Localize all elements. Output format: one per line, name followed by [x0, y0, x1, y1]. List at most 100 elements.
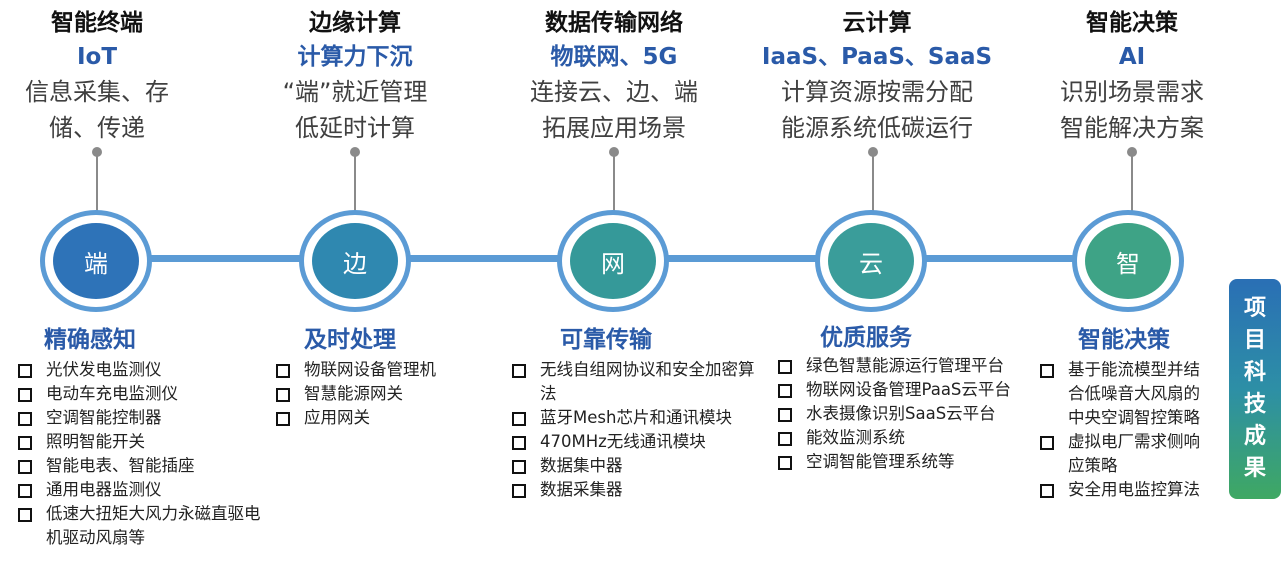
node-bian: 边 — [299, 210, 411, 312]
list-item: 安全用电监控算法 — [1038, 478, 1213, 502]
stage-subtitle: 物联网、5G — [550, 44, 678, 70]
checkbox-square-icon — [18, 484, 32, 498]
checkbox-square-icon — [1040, 364, 1054, 378]
node-zhi: 智 — [1072, 210, 1184, 312]
stage-title: 智能决策 — [1086, 10, 1178, 36]
stage-heading: 及时处理 — [304, 327, 396, 353]
list-item: 低速大扭矩大风力永磁直驱电机驱动风扇等 — [16, 502, 276, 550]
stage-desc-line: 低延时计算 — [295, 114, 415, 142]
list-item: 绿色智慧能源运行管理平台 — [776, 354, 1011, 378]
stage-subtitle: IaaS、PaaS、SaaS — [761, 44, 993, 70]
stage-desc-line: 识别场景需求 — [1060, 78, 1204, 106]
stage-desc-line: 计算资源按需分配 — [781, 78, 973, 106]
checkbox-square-icon — [18, 364, 32, 378]
checkbox-square-icon — [778, 360, 792, 374]
checkbox-square-icon — [18, 412, 32, 426]
stage-heading: 可靠传输 — [560, 327, 652, 353]
list-item: 空调智能管理系统等 — [776, 450, 1016, 474]
checkbox-square-icon — [512, 484, 526, 498]
stage-bottom-ai: 智能决策 基于能流模型并结合低噪音大风扇的中央空调智控策略 虚拟电厂需求侧响应策… — [1038, 322, 1218, 502]
list-item: 无线自组网协议和安全加密算法 — [510, 358, 770, 406]
list-item: 基于能流模型并结合低噪音大风扇的中央空调智控策略 — [1038, 358, 1213, 430]
stem-line — [1131, 152, 1133, 216]
stage-heading: 精确感知 — [44, 327, 136, 353]
checkbox-square-icon — [1040, 436, 1054, 450]
node-wang: 网 — [557, 210, 669, 312]
node-duan: 端 — [40, 210, 152, 312]
badge-char: 果 — [1243, 456, 1266, 481]
badge-char: 技 — [1243, 392, 1266, 417]
node-yun: 云 — [815, 210, 927, 312]
stage-heading: 优质服务 — [820, 325, 912, 351]
stem-line — [872, 152, 874, 216]
checkbox-square-icon — [276, 364, 290, 378]
stage-item-list: 光伏发电监测仪 电动车充电监测仪 空调智能控制器 照明智能开关 智能电表、智能插… — [16, 358, 276, 550]
checkbox-square-icon — [778, 456, 792, 470]
stage-title: 数据传输网络 — [545, 10, 683, 36]
stage-bottom-edge: 及时处理 物联网设备管理机 智慧能源网关 应用网关 — [274, 322, 534, 430]
checkbox-square-icon — [778, 384, 792, 398]
list-item: 智慧能源网关 — [274, 382, 534, 406]
stage-top-iot: 智能终端 IoT 信息采集、存 储、传递 — [0, 6, 222, 146]
stage-title: 智能终端 — [51, 10, 143, 36]
stage-bottom-cloud: 优质服务 绿色智慧能源运行管理平台 物联网设备管理PaaS云平台 水表摄像识别S… — [776, 322, 1016, 474]
stem-line — [613, 152, 615, 216]
stage-subtitle: IoT — [76, 44, 118, 70]
stage-top-cloud: 云计算 IaaS、PaaS、SaaS 计算资源按需分配 能源系统低碳运行 — [747, 6, 1007, 146]
checkbox-square-icon — [18, 508, 32, 522]
checkbox-square-icon — [512, 412, 526, 426]
list-item: 能效监测系统 — [776, 426, 1016, 450]
stage-bottom-network: 可靠传输 无线自组网协议和安全加密算法 蓝牙Mesh芯片和通讯模块 470MHz… — [510, 322, 772, 502]
stage-desc-line: “端”就近管理 — [282, 78, 428, 106]
stem-line — [96, 152, 98, 216]
stage-top-network: 数据传输网络 物联网、5G 连接云、边、端 拓展应用场景 — [489, 6, 739, 146]
stage-item-list: 绿色智慧能源运行管理平台 物联网设备管理PaaS云平台 水表摄像识别SaaS云平… — [776, 354, 1016, 474]
list-item: 水表摄像识别SaaS云平台 — [776, 402, 1011, 426]
badge-char: 科 — [1243, 360, 1266, 385]
list-item: 智能电表、智能插座 — [16, 454, 276, 478]
stage-top-edge: 边缘计算 计算力下沉 “端”就近管理 低延时计算 — [230, 6, 480, 146]
stage-desc-line: 智能解决方案 — [1060, 114, 1204, 142]
stage-item-list: 基于能流模型并结合低噪音大风扇的中央空调智控策略 虚拟电厂需求侧响应策略 安全用… — [1038, 358, 1218, 502]
checkbox-square-icon — [18, 460, 32, 474]
stage-bottom-iot: 精确感知 光伏发电监测仪 电动车充电监测仪 空调智能控制器 照明智能开关 智能电… — [16, 322, 276, 550]
checkbox-square-icon — [276, 388, 290, 402]
list-item: 空调智能控制器 — [16, 406, 276, 430]
list-item: 虚拟电厂需求侧响应策略 — [1038, 430, 1213, 478]
stage-subtitle: 计算力下沉 — [297, 44, 413, 70]
badge-char: 目 — [1243, 328, 1266, 353]
stage-item-list: 物联网设备管理机 智慧能源网关 应用网关 — [274, 358, 534, 430]
node-core: 边 — [312, 223, 398, 299]
project-achievements-badge: 项 目 科 技 成 果 — [1229, 279, 1281, 499]
node-core: 智 — [1085, 223, 1171, 299]
list-item: 应用网关 — [274, 406, 534, 430]
node-core: 云 — [828, 223, 914, 299]
checkbox-square-icon — [778, 408, 792, 422]
list-item: 照明智能开关 — [16, 430, 276, 454]
list-item: 电动车充电监测仪 — [16, 382, 276, 406]
stage-item-list: 无线自组网协议和安全加密算法 蓝牙Mesh芯片和通讯模块 470MHz无线通讯模… — [510, 358, 772, 502]
checkbox-square-icon — [512, 436, 526, 450]
list-item: 光伏发电监测仪 — [16, 358, 276, 382]
stage-title: 边缘计算 — [309, 10, 401, 36]
checkbox-square-icon — [512, 460, 526, 474]
checkbox-square-icon — [778, 432, 792, 446]
checkbox-square-icon — [1040, 484, 1054, 498]
stage-top-ai: 智能决策 AI 识别场景需求 智能解决方案 — [1007, 6, 1257, 146]
stage-desc-line: 储、传递 — [49, 114, 145, 142]
stage-heading: 智能决策 — [1078, 327, 1170, 353]
stage-title: 云计算 — [842, 10, 912, 36]
badge-char: 成 — [1243, 424, 1266, 449]
list-item: 物联网设备管理机 — [274, 358, 534, 382]
node-core: 网 — [570, 223, 656, 299]
stage-desc-line: 信息采集、存 — [25, 78, 169, 106]
list-item: 数据集中器 — [510, 454, 772, 478]
list-item: 470MHz无线通讯模块 — [510, 430, 772, 454]
stage-desc-line: 拓展应用场景 — [542, 114, 686, 142]
list-item: 数据采集器 — [510, 478, 772, 502]
list-item: 物联网设备管理PaaS云平台 — [776, 378, 1011, 402]
stem-line — [354, 152, 356, 216]
badge-char: 项 — [1243, 296, 1266, 321]
node-core: 端 — [53, 223, 139, 299]
stage-desc-line: 能源系统低碳运行 — [781, 114, 973, 142]
